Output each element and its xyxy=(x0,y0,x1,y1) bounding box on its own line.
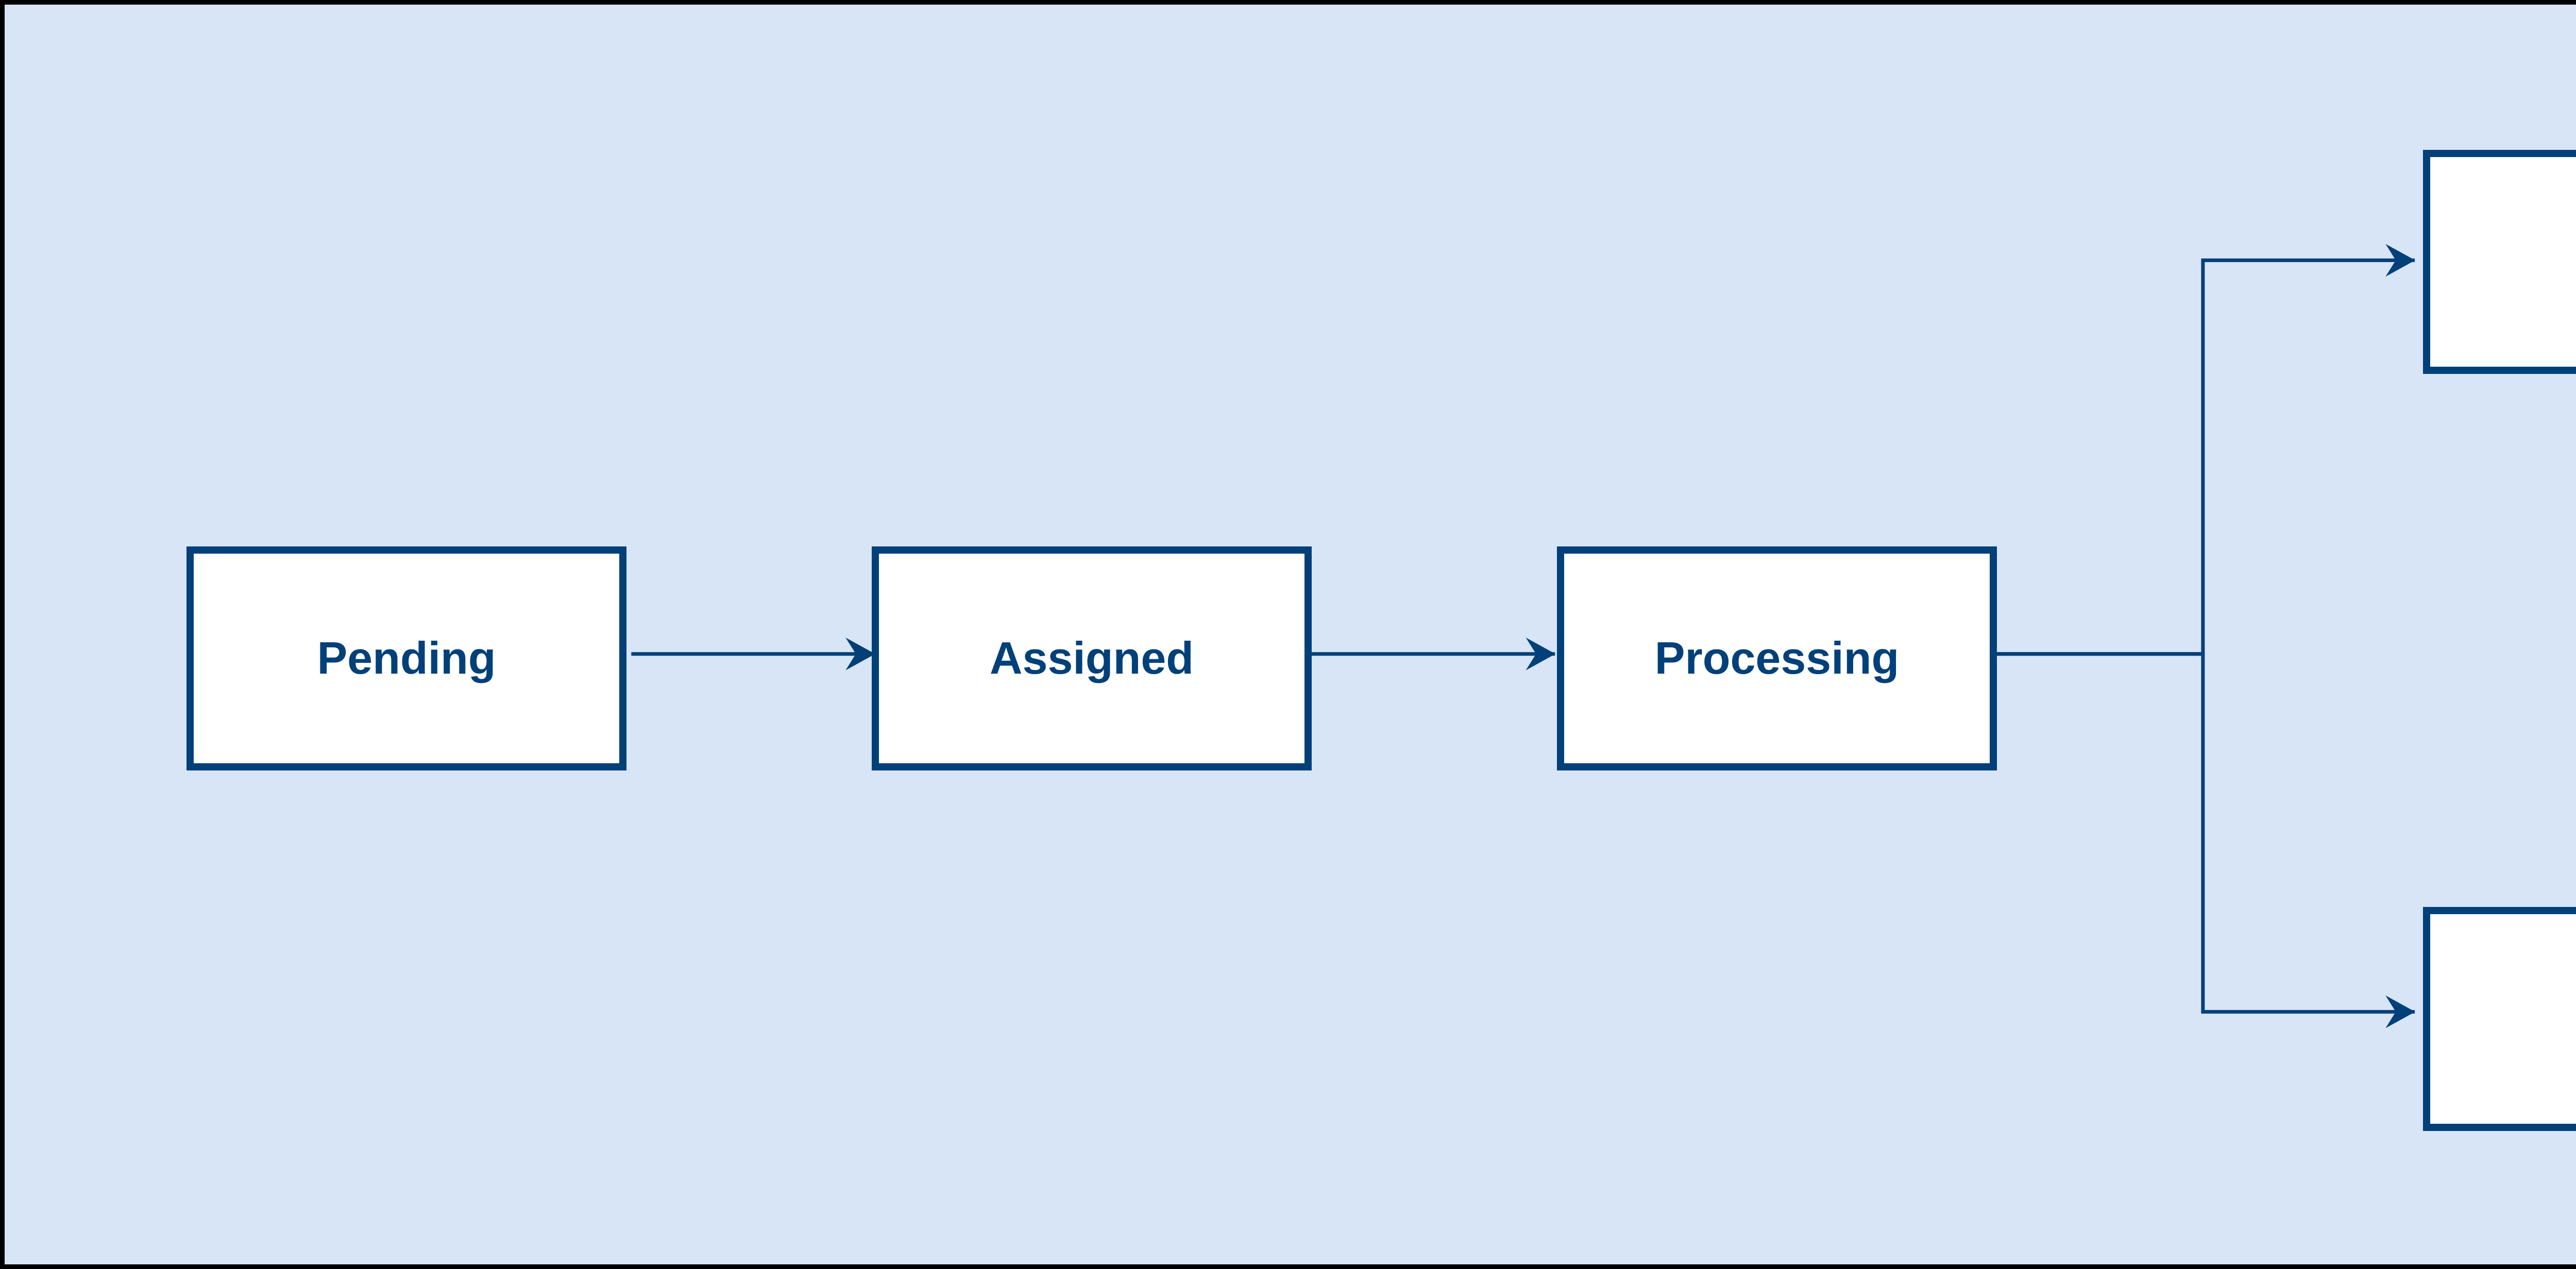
edge-processing-failed xyxy=(1991,244,2415,656)
node-pending-label: Pending xyxy=(317,632,496,684)
connector-layer xyxy=(631,244,2415,1028)
node-assigned: Assigned xyxy=(872,546,1312,770)
node-processing: Processing xyxy=(1557,546,1997,770)
node-assigned-label: Assigned xyxy=(989,632,1194,684)
node-failed: Failed xyxy=(2423,150,2576,374)
node-processing-label: Processing xyxy=(1654,632,1900,684)
edge-processing-paid xyxy=(1991,652,2415,1028)
node-paid: Paid xyxy=(2423,907,2576,1131)
node-pending: Pending xyxy=(187,546,626,770)
